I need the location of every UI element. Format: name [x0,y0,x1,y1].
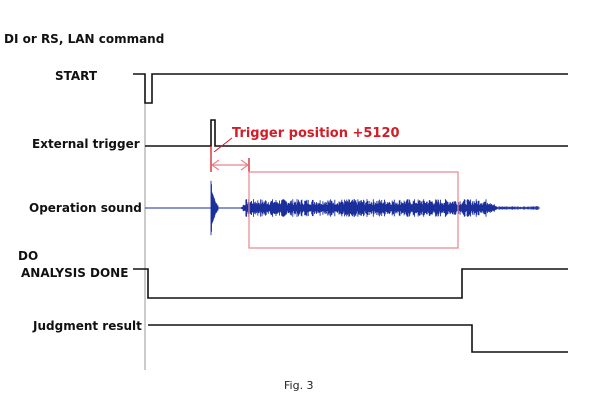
do-group-label: DO [18,249,38,263]
analysis-done-label: ANALYSIS DONE [21,266,128,280]
judgment-result-signal [148,324,568,353]
analysis-window [248,171,459,249]
label-pointer [213,137,233,153]
diagram-title: DI or RS, LAN command [4,32,164,46]
arrow-head-left [210,159,220,171]
figure-caption: Fig. 3 [284,379,314,392]
start-label: START [55,69,98,83]
start-signal [133,73,568,104]
operation-sound-waveform [210,180,539,236]
operation-sound-label: Operation sound [29,201,142,215]
analysis-done-signal [133,268,568,299]
arrow-head-right [240,159,250,171]
trigger-position-label: Trigger position +5120 [232,126,400,141]
external-trigger-label: External trigger [32,137,140,151]
judgment-result-label: Judgment result [32,319,142,333]
waveform-trace [210,180,539,236]
external-trigger-signal [145,119,568,147]
